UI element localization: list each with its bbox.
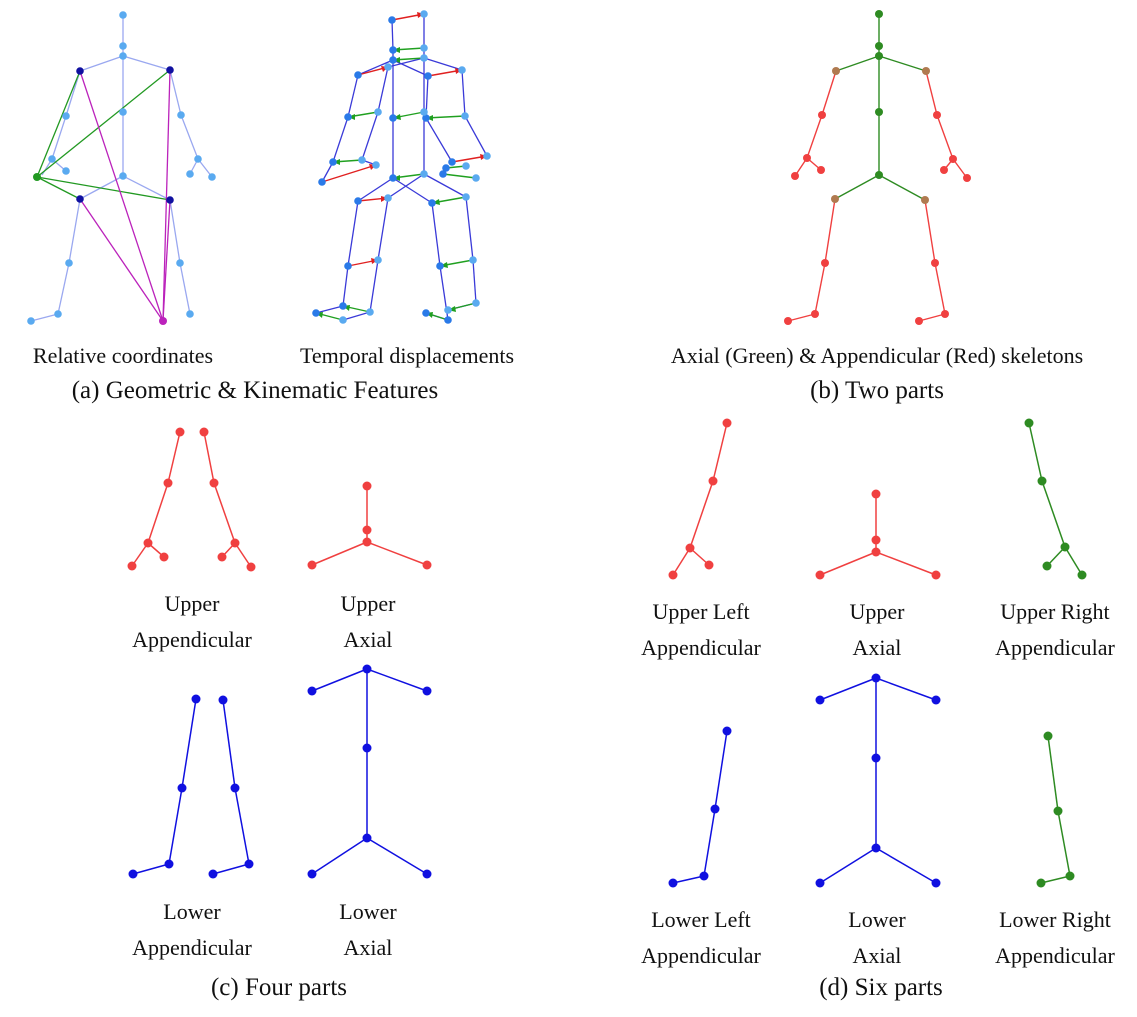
upper-axial-label-2: Axial <box>344 627 393 652</box>
lower-right-appendicular-part <box>1036 731 1075 888</box>
upper-right-appendicular-label-2: Appendicular <box>995 635 1115 660</box>
upper-right-appendicular-part <box>1024 418 1087 580</box>
panel-d-caption: (d) Six parts <box>819 974 943 1001</box>
lower-appendicular-label-1: Lower <box>163 899 221 924</box>
two-parts-skeleton <box>784 10 971 325</box>
upper-appendicular-label-1: Upper <box>165 591 221 616</box>
lower-axial-label-1: Lower <box>339 899 397 924</box>
panel-b-caption: (b) Two parts <box>810 377 944 404</box>
lower-appendicular-part <box>128 694 254 879</box>
panel-a-caption: (a) Geometric & Kinematic Features <box>72 377 439 404</box>
lower-appendicular-label-2: Appendicular <box>132 935 252 960</box>
six-upper-axial-label-1: Upper <box>850 599 906 624</box>
axial-appendicular-label: Axial (Green) & Appendicular (Red) skele… <box>671 343 1083 368</box>
lower-right-appendicular-label-2: Appendicular <box>995 943 1115 968</box>
six-lower-axial-part <box>815 673 941 888</box>
lower-axial-label-2: Axial <box>344 935 393 960</box>
upper-left-appendicular-part <box>668 418 732 580</box>
upper-axial-part <box>307 481 432 570</box>
lower-left-appendicular-part <box>668 726 732 888</box>
lower-right-appendicular-label-1: Lower Right <box>999 907 1111 932</box>
upper-right-appendicular-label-1: Upper Right <box>1000 599 1109 624</box>
six-upper-axial-part <box>815 489 941 580</box>
temporal-displacements-label: Temporal displacements <box>300 343 514 368</box>
six-upper-axial-label-2: Axial <box>853 635 902 660</box>
temporal-displacements-skeleton <box>312 10 491 324</box>
relative-coordinates-label: Relative coordinates <box>33 343 213 368</box>
six-lower-axial-label-1: Lower <box>848 907 906 932</box>
upper-appendicular-part <box>127 427 256 572</box>
relative-coordinates-skeleton <box>27 11 216 325</box>
lower-left-appendicular-label-1: Lower Left <box>651 907 751 932</box>
six-lower-axial-label-2: Axial <box>853 943 902 968</box>
upper-appendicular-label-2: Appendicular <box>132 627 252 652</box>
upper-left-appendicular-label-2: Appendicular <box>641 635 761 660</box>
lower-axial-part <box>307 664 432 879</box>
panel-c-caption: (c) Four parts <box>211 974 347 1001</box>
upper-left-appendicular-label-1: Upper Left <box>652 599 749 624</box>
upper-axial-label-1: Upper <box>341 591 397 616</box>
lower-left-appendicular-label-2: Appendicular <box>641 943 761 968</box>
